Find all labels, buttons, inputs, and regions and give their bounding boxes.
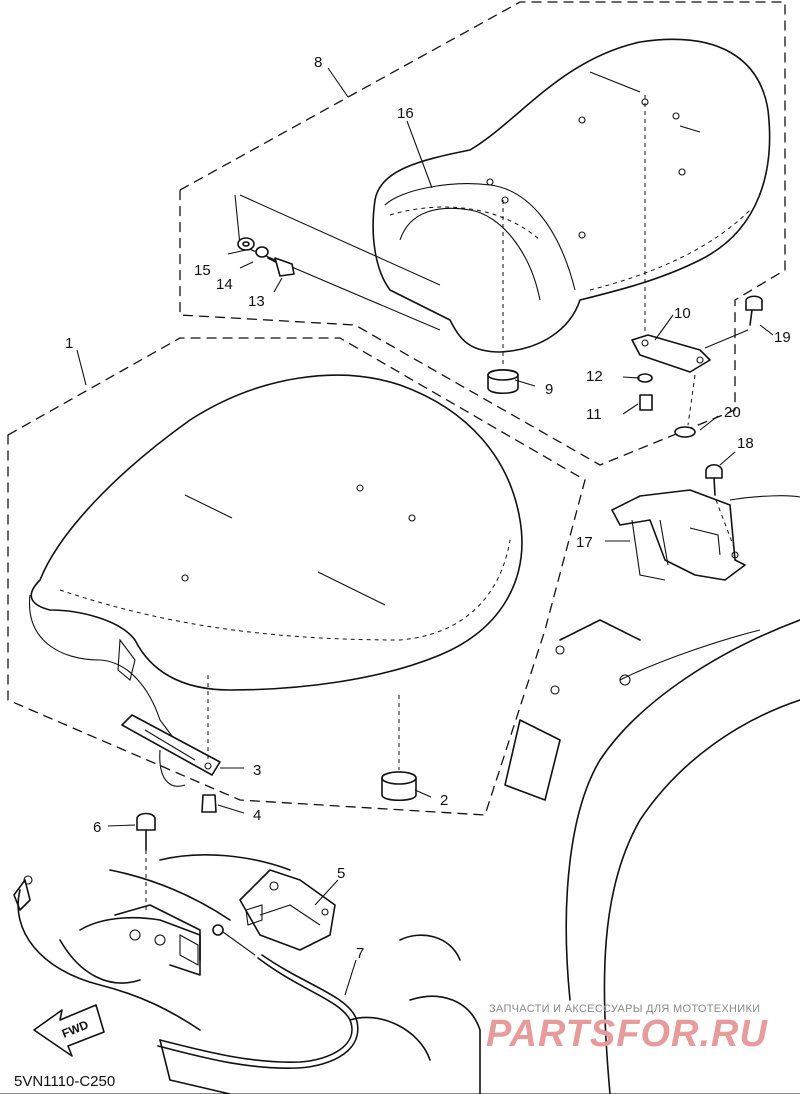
diagram-code: 5VN1110-C250	[14, 1073, 115, 1090]
rear-bracket-10	[631, 95, 763, 438]
callout-9: 9	[545, 381, 553, 398]
bracket-17	[611, 463, 746, 581]
fwd-arrow: FWD	[33, 1004, 105, 1057]
callout-11: 11	[586, 406, 602, 423]
callout-2: 2	[440, 792, 448, 809]
callout-8: 8	[314, 54, 322, 71]
callout-20: 20	[724, 404, 741, 421]
lock-cable-7	[157, 924, 359, 1069]
damper-9	[487, 200, 519, 395]
callout-14: 14	[216, 276, 233, 293]
front-bracket-3	[121, 675, 417, 813]
callout-10: 10	[674, 305, 691, 322]
frame-rail	[13, 854, 291, 1094]
callout-4: 4	[253, 807, 261, 824]
front-seat	[29, 374, 523, 741]
callout-19: 19	[774, 329, 791, 346]
leader-lines	[76, 67, 774, 996]
callout-17: 17	[576, 534, 593, 551]
callout-13: 13	[248, 293, 265, 310]
group-8-boundary	[179, 1, 786, 466]
callout-5: 5	[337, 865, 345, 882]
bolt-6	[136, 812, 156, 912]
callout-3: 3	[253, 762, 261, 779]
watermark-tagline: ЗАПЧАСТИ И АКСЕССУАРЫ ДЛЯ МОТОТЕХНИКИ	[489, 1003, 760, 1015]
callout-7: 7	[356, 945, 364, 962]
rear-seat	[372, 38, 771, 353]
bolt-set-13-14-15	[234, 194, 441, 331]
seat-lock-5	[239, 869, 336, 951]
callout-12: 12	[586, 368, 603, 385]
frame-outline	[0, 495, 800, 1094]
callout-6: 6	[93, 819, 101, 836]
watermark-brand: PARTSFOR.RU	[486, 1013, 768, 1055]
callout-16: 16	[397, 105, 414, 122]
callout-18: 18	[737, 435, 754, 452]
callout-1: 1	[65, 335, 73, 352]
callout-15: 15	[194, 262, 211, 279]
